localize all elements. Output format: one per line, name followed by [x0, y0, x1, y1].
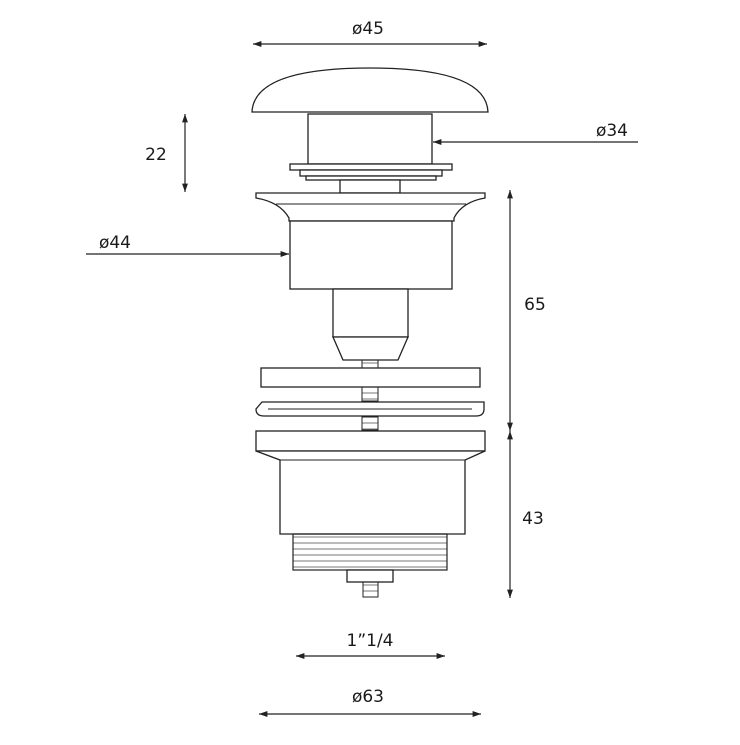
upper-body	[255, 192, 486, 361]
upper-flange	[255, 192, 486, 222]
cap-washer	[289, 163, 453, 171]
lower-cylinder	[255, 450, 486, 535]
rod-and-washers	[255, 359, 485, 431]
dim-upper-height-label: 65	[524, 295, 546, 315]
cap-dome	[251, 67, 489, 113]
dimensions: ø45 22 ø34 ø44 65 43 1”1/4 ø63	[86, 19, 638, 717]
threaded-rod-1	[361, 359, 379, 369]
bottom-rod	[362, 581, 379, 598]
dim-stem-diameter-label: ø34	[596, 121, 628, 141]
connector	[339, 179, 401, 194]
stem-tip	[332, 336, 409, 361]
cap-assembly	[251, 67, 489, 181]
dim-cap-diameter-label: ø45	[352, 19, 384, 39]
dim-body-diameter-label: ø44	[99, 233, 131, 253]
dim-cap-height-label: 22	[145, 145, 167, 165]
upper-cylinder	[289, 220, 453, 290]
lower-body	[255, 430, 486, 598]
dim-thread-label: 1”1/4	[347, 631, 394, 651]
dim-lower-height-label: 43	[522, 509, 544, 529]
lower-flange	[255, 430, 486, 452]
threaded-rod-2	[361, 386, 379, 402]
dim-flange-diameter-label: ø63	[352, 687, 384, 707]
cap-stem	[307, 113, 433, 165]
connector-plug	[339, 179, 401, 194]
lower-stem	[332, 288, 409, 338]
bottom-nut	[346, 569, 394, 583]
threaded-rod-3	[361, 416, 379, 431]
thread-section	[292, 533, 448, 571]
cap-ring	[299, 169, 443, 177]
washer-top	[260, 367, 481, 388]
